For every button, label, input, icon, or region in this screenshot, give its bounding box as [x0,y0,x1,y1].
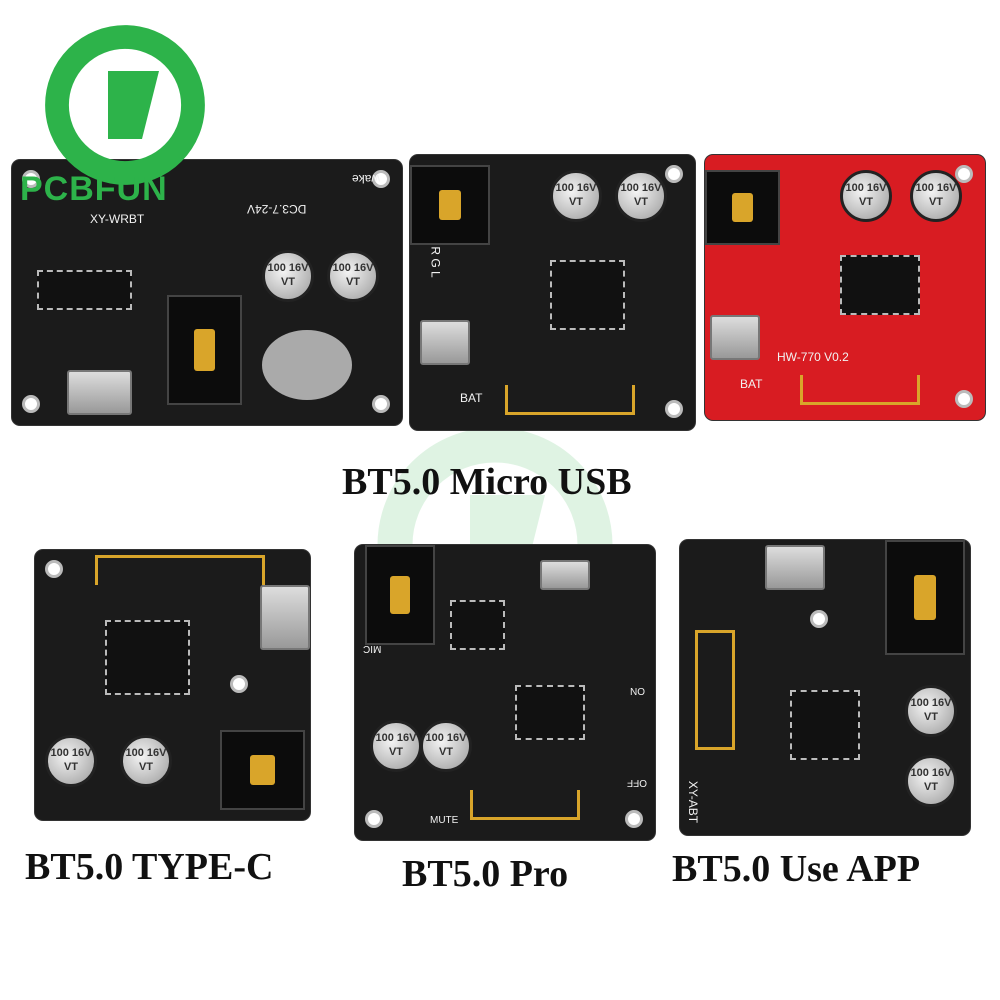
capacitor: 100 16V VT [370,720,422,772]
silkscreen-model: XY-WRBT [90,212,145,226]
board-pro: 100 16V VT 100 16V VT MIC MUTE ON OFF [355,545,655,840]
label-type-c: BT5.0 TYPE-C [25,846,274,888]
capacitor: 100 16V VT [905,755,957,807]
pcbfun-logo [40,20,210,190]
silkscreen-on: ON [630,685,645,696]
board-type-c: 100 16V VT 100 16V VT [35,550,310,820]
silkscreen-wake: wake [352,172,381,186]
silkscreen-off: OFF [627,777,647,788]
silkscreen-mute: MUTE [430,815,459,826]
board-red-hw770: 100 16V VT 100 16V VT HW-770 V0.2 BAT [705,155,985,420]
silkscreen-model: XY-ABT [686,780,701,824]
board-micro-usb: 100 16V VT 100 16V VT BAT R G L [410,155,695,430]
board-xy-wrbt: 100 16V VT 100 16V VT XY-WRBT DC3.7-24V … [12,160,402,425]
label-use-app: BT5.0 Use APP [672,848,921,890]
silkscreen-model: HW-770 V0.2 [777,350,849,364]
capacitor: 100 16V VT [120,735,172,787]
silkscreen-bat: BAT [460,391,483,405]
capacitor: 100 16V VT [905,685,957,737]
silkscreen-voltage: DC3.7-24V [247,202,307,216]
capacitor: 100 16V VT [327,250,379,302]
capacitor: 100 16V VT [615,170,667,222]
silkscreen-rgl: R G L [428,246,443,278]
capacitor: 100 16V VT [262,250,314,302]
capacitor: 100 16V VT [420,720,472,772]
label-pro: BT5.0 Pro [402,853,569,895]
capacitor: 100 16V VT [910,170,962,222]
label-micro-usb: BT5.0 Micro USB [342,461,632,503]
logo-text: PCBFUN [20,170,168,208]
silkscreen-bat: BAT [740,377,763,391]
capacitor: 100 16V VT [45,735,97,787]
silkscreen-mic: MIC [363,643,382,654]
capacitor: 100 16V VT [550,170,602,222]
board-use-app: 100 16V VT 100 16V VT XY-ABT [680,540,970,835]
capacitor: 100 16V VT [840,170,892,222]
